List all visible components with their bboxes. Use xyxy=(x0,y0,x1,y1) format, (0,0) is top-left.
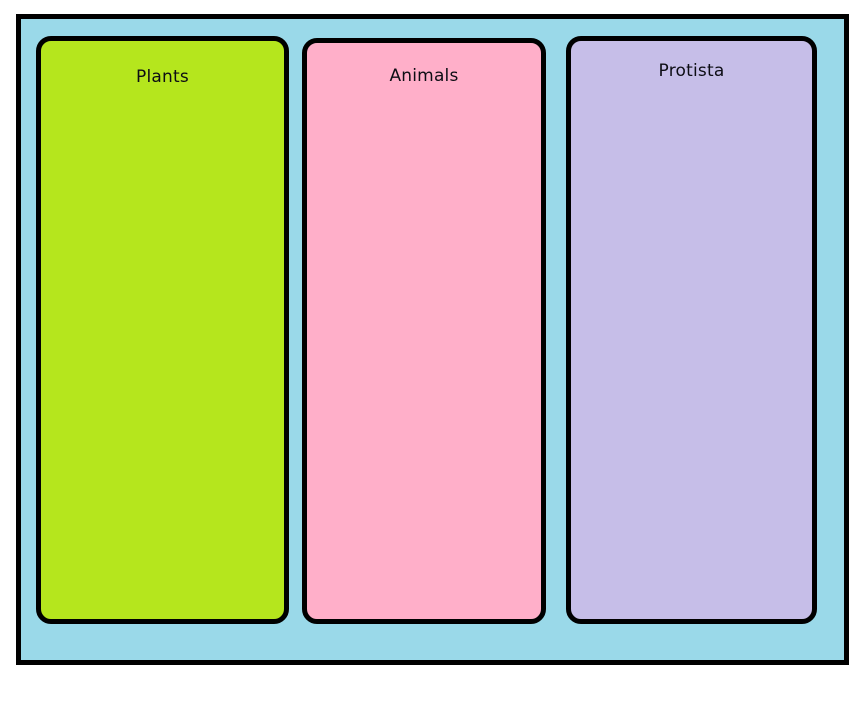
category-column-animals[interactable]: Animals xyxy=(302,38,546,624)
category-column-protista[interactable]: Protista xyxy=(566,36,817,624)
organizer-panel: Plants Animals Protista xyxy=(16,14,849,665)
category-column-plants[interactable]: Plants xyxy=(36,36,289,624)
category-label-plants: Plants xyxy=(136,67,189,87)
category-label-animals: Animals xyxy=(389,66,459,86)
category-label-protista: Protista xyxy=(658,61,725,81)
